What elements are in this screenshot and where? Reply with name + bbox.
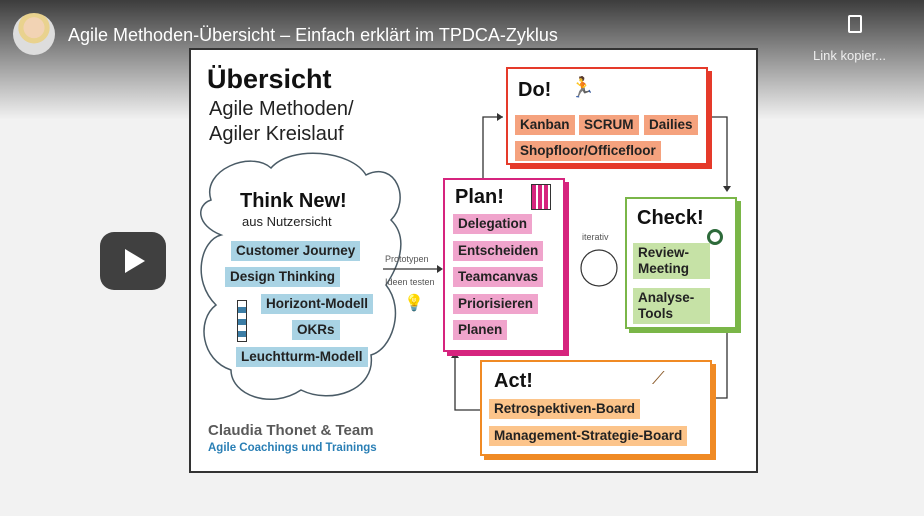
tag-retrospektiven-board: Retrospektiven-Board (489, 399, 641, 419)
tag-delegation: Delegation (453, 214, 533, 234)
slide-subtitle-2: Agiler Kreislauf (209, 123, 344, 145)
copy-link-label[interactable]: Link kopier... (813, 48, 886, 63)
do-box: Do! 🏃 Kanban SCRUM Dailies Shopfloor/Off… (506, 67, 708, 165)
tag-customer-journey: Customer Journey (231, 241, 361, 261)
tag-shopfloor: Shopfloor/Officefloor (515, 141, 661, 161)
do-title: Do! (518, 79, 552, 101)
tag-analyse-tools: Analyse-Tools (633, 288, 710, 324)
tag-dailies: Dailies (644, 115, 698, 135)
tag-horizont-modell: Horizont-Modell (261, 294, 373, 314)
check-title: Check! (637, 207, 704, 229)
tag-okrs: OKRs (292, 320, 340, 340)
plan-box: Plan! Delegation Entscheiden Teamcanvas … (443, 178, 565, 352)
tag-teamcanvas: Teamcanvas (453, 267, 544, 287)
copy-link-icon[interactable] (848, 15, 862, 33)
act-box: Act! ⟋ Retrospektiven-Board Management-S… (480, 360, 712, 456)
tag-management-strategie-board: Management-Strategie-Board (489, 426, 688, 446)
calendar-icon (531, 184, 551, 210)
magnifier-icon (707, 229, 723, 245)
iterative-cycle-icon (580, 249, 618, 287)
think-title: Think New! (240, 190, 347, 212)
tag-scrum: SCRUM (579, 115, 639, 135)
act-title: Act! (494, 370, 533, 392)
slide-subtitle-1: Agile Methoden/ (209, 98, 354, 120)
author-name: Claudia Thonet & Team (208, 422, 374, 439)
plan-title: Plan! (455, 186, 504, 208)
channel-avatar[interactable] (13, 13, 55, 55)
tag-kanban: Kanban (515, 115, 575, 135)
tag-priorisieren: Priorisieren (453, 294, 539, 314)
lightbulb-icon: 💡 (404, 295, 424, 312)
play-icon (125, 249, 145, 273)
tag-design-thinking: Design Thinking (225, 267, 341, 287)
lighthouse-icon (237, 300, 247, 342)
check-box: Check! Review-Meeting Analyse-Tools (625, 197, 737, 329)
arrow-act-to-plan (454, 356, 480, 411)
tag-planen: Planen (453, 320, 508, 340)
runners-icon: 🏃 (570, 77, 595, 99)
tag-entscheiden: Entscheiden (453, 241, 544, 261)
slide-title: Übersicht (207, 64, 332, 94)
video-thumbnail-slide[interactable]: Übersicht Agile Methoden/ Agiler Kreisla… (189, 48, 758, 473)
abacus-icon: ⟋ (652, 368, 665, 388)
label-prototypen: Prototypen (385, 254, 429, 264)
video-title[interactable]: Agile Methoden-Übersicht – Einfach erklä… (68, 25, 558, 45)
tag-leuchtturm-modell: Leuchtturm-Modell (236, 347, 368, 367)
arrow-plan-to-do (482, 116, 503, 178)
arrow-do-to-check (708, 116, 728, 188)
tag-review-meeting: Review-Meeting (633, 243, 710, 279)
author-tagline: Agile Coachings und Trainings (208, 442, 377, 454)
play-button[interactable] (100, 232, 166, 290)
think-subtitle: aus Nutzersicht (242, 214, 332, 229)
arrow-check-to-act (713, 327, 728, 399)
label-iterativ: iterativ (582, 232, 609, 242)
label-ideen-testen: Ideen testen (385, 277, 435, 287)
